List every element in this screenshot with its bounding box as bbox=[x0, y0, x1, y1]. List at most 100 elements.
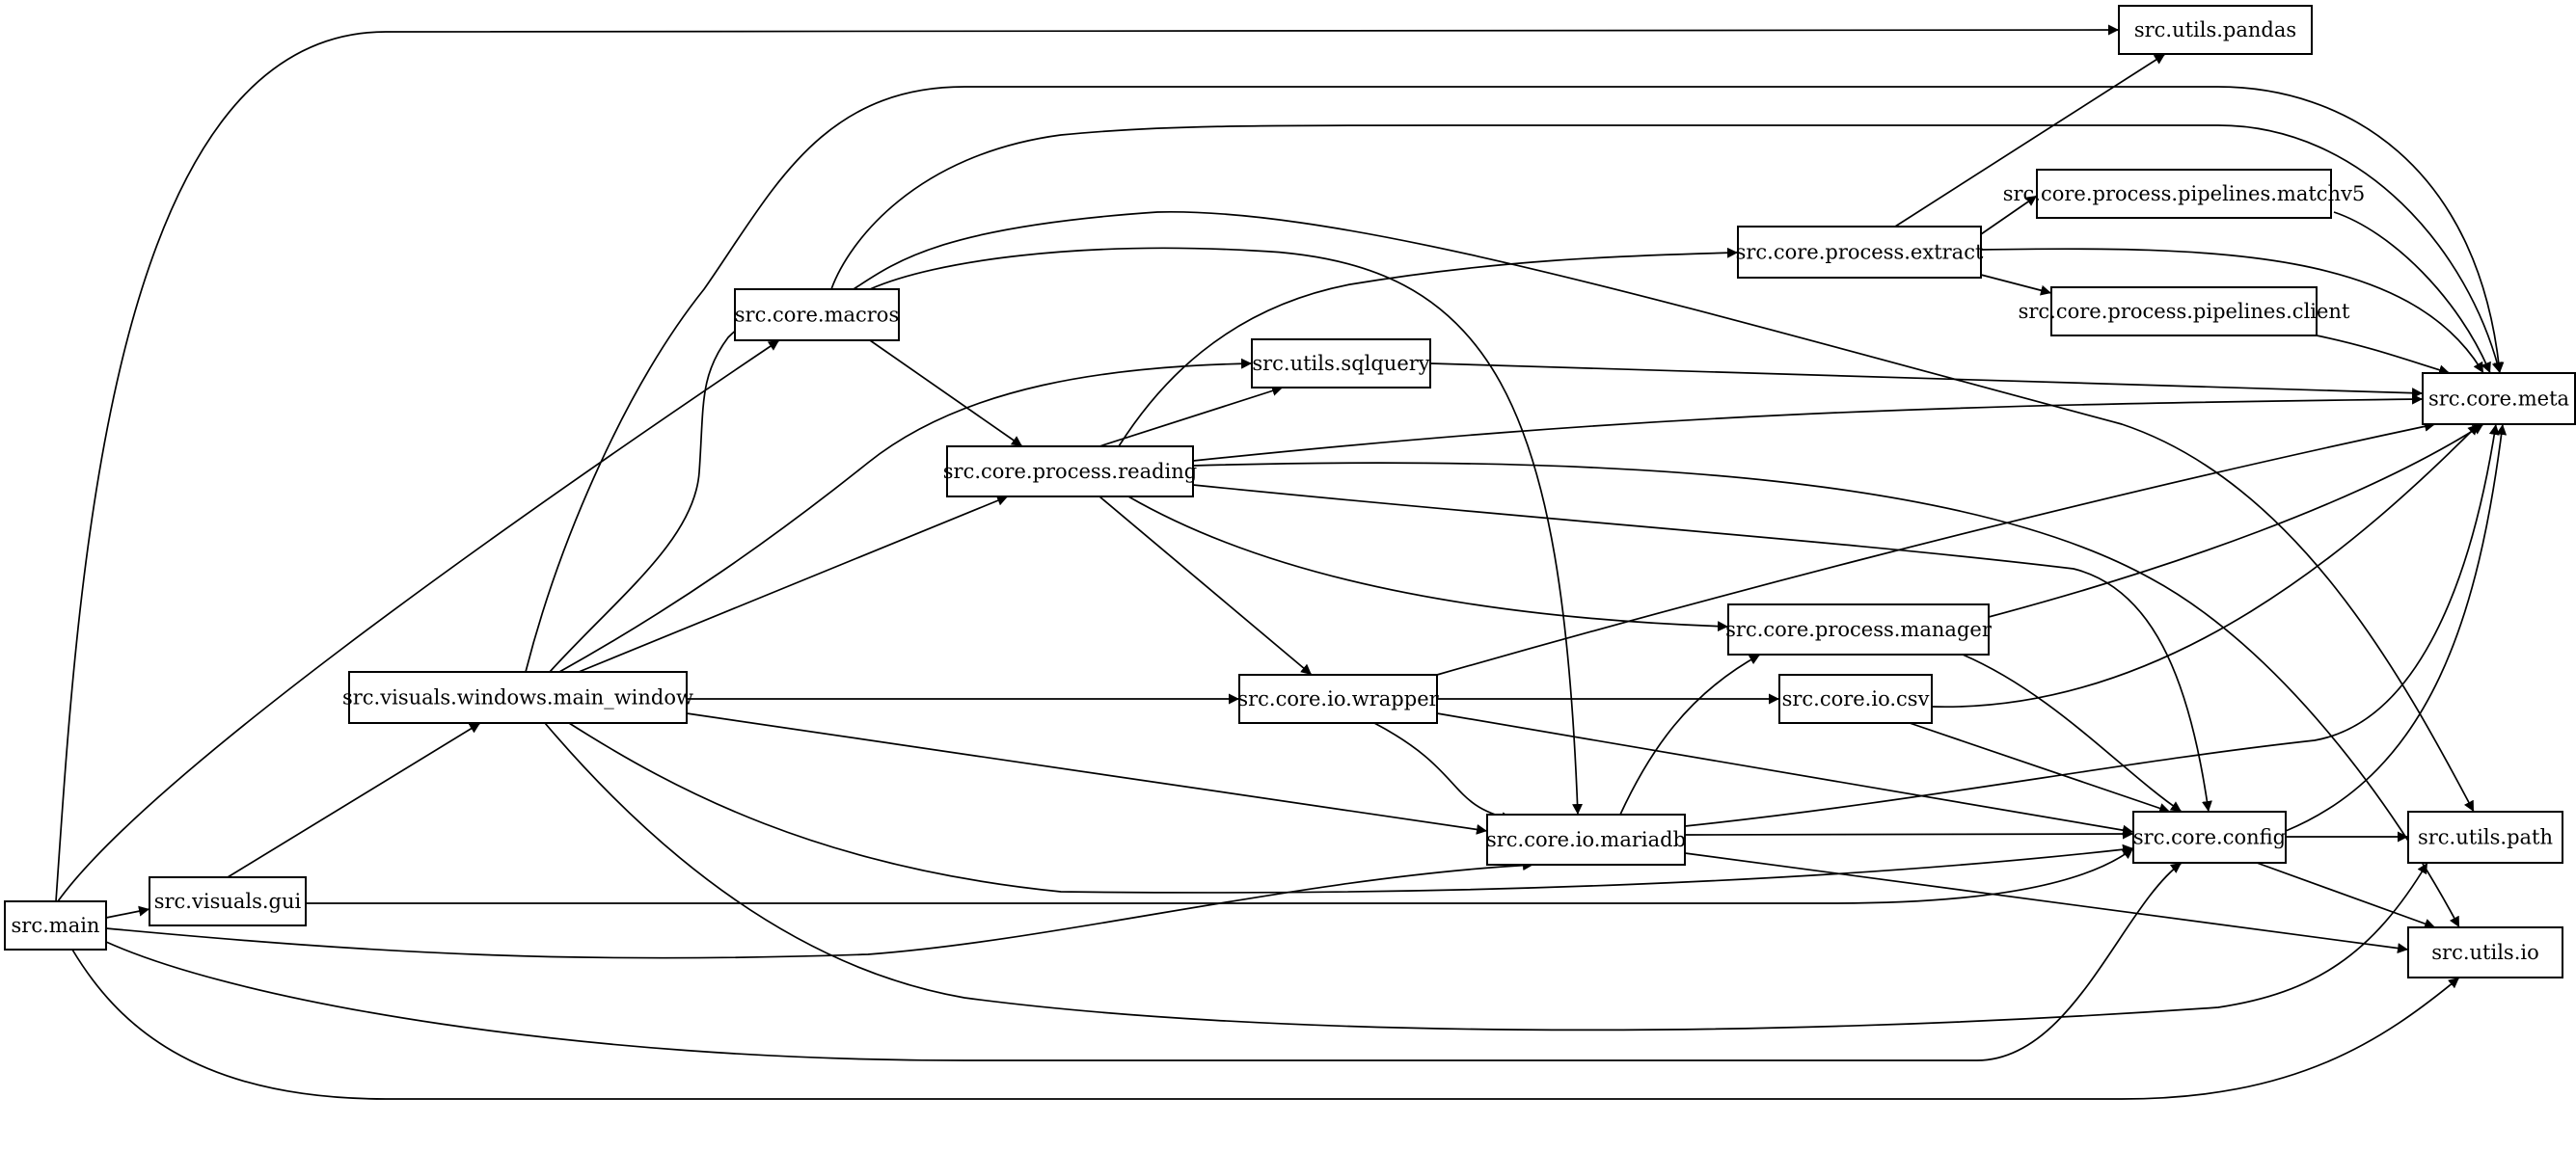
node-io[interactable]: src.utils.io bbox=[2407, 926, 2563, 978]
edge-manager-to-meta bbox=[1988, 423, 2484, 618]
node-extract[interactable]: src.core.process.extract bbox=[1736, 226, 1984, 279]
node-sqlquery[interactable]: src.utils.sqlquery bbox=[1251, 338, 1431, 388]
node-config[interactable]: src.core.config bbox=[2132, 811, 2287, 864]
edge-path bbox=[1909, 722, 2171, 814]
edge-macros-to-meta bbox=[830, 124, 2503, 374]
edge-main_window-to-mariadb bbox=[686, 712, 1488, 835]
edge-sqlquery-to-meta bbox=[1429, 362, 2424, 399]
node-matchv5[interactable]: src.core.process.pipelines.matchv5 bbox=[2003, 169, 2366, 219]
edge-config-to-meta bbox=[2285, 423, 2508, 832]
edge-path bbox=[869, 247, 1584, 816]
node-box bbox=[2422, 372, 2576, 425]
edge-gui-to-main_window bbox=[227, 722, 481, 878]
edge-main-to-mariadb bbox=[105, 860, 1534, 959]
edge-path bbox=[1192, 484, 2212, 813]
edge-extract-to-meta bbox=[1980, 248, 2484, 374]
node-main-window[interactable]: src.visuals.windows.main_window bbox=[342, 671, 693, 724]
node-label: src.visuals.windows.main_window bbox=[342, 686, 693, 710]
edge-path bbox=[1373, 722, 1513, 822]
edge-csv-to-config bbox=[1909, 722, 2171, 814]
edge-mariadb-to-config bbox=[1684, 828, 2134, 840]
edge-wrapper-to-mariadb bbox=[1373, 722, 1513, 822]
node-box bbox=[2407, 811, 2563, 864]
node-gui[interactable]: src.visuals.gui bbox=[149, 876, 307, 926]
node-box bbox=[1486, 814, 1686, 866]
edge-path bbox=[1980, 195, 2038, 235]
node-reading[interactable]: src.core.process.reading bbox=[943, 445, 1197, 497]
node-label: src.utils.path bbox=[2418, 826, 2553, 849]
node-box bbox=[149, 876, 307, 926]
node-label: src.core.macros bbox=[735, 304, 899, 327]
edge-path bbox=[1436, 712, 2134, 836]
edge-csv-to-meta bbox=[1931, 423, 2480, 708]
node-main[interactable]: src.main bbox=[4, 900, 107, 951]
node-label: src.utils.io bbox=[2431, 941, 2538, 964]
edge-matchv5-to-meta bbox=[2333, 211, 2491, 374]
node-wrapper[interactable]: src.core.io.wrapper bbox=[1237, 674, 1440, 724]
edge-wrapper-to-meta bbox=[1436, 420, 2436, 676]
edge-macros-to-path bbox=[853, 210, 2475, 813]
node-label: src.core.io.mariadb bbox=[1486, 828, 1686, 851]
edge-path bbox=[1436, 420, 2436, 676]
node-path[interactable]: src.utils.path bbox=[2407, 811, 2563, 864]
node-label: src.main bbox=[12, 914, 100, 937]
edge-path bbox=[1429, 362, 2424, 399]
edge-path bbox=[55, 24, 2120, 902]
node-label: src.utils.sqlquery bbox=[1252, 352, 1429, 375]
edge-path bbox=[830, 124, 2503, 374]
node-mariadb[interactable]: src.core.io.mariadb bbox=[1486, 814, 1686, 866]
edge-client-to-meta bbox=[2316, 335, 2451, 376]
node-box bbox=[2118, 5, 2313, 55]
node-meta[interactable]: src.core.meta bbox=[2422, 372, 2576, 425]
node-label: src.core.process.pipelines.matchv5 bbox=[2003, 182, 2366, 205]
edge-macros-to-mariadb bbox=[869, 247, 1584, 816]
edge-path bbox=[1098, 386, 1284, 447]
edge-path bbox=[1127, 496, 1729, 632]
edge-main_window-to-reading bbox=[578, 496, 1009, 673]
edge-gui-to-config bbox=[306, 847, 2134, 904]
edge-path bbox=[525, 86, 2505, 673]
edge-path bbox=[1684, 852, 2409, 953]
edge-path bbox=[686, 712, 1488, 835]
edge-path bbox=[1192, 462, 2460, 928]
node-label: src.visuals.gui bbox=[154, 890, 302, 913]
node-label: src.utils.pandas bbox=[2134, 18, 2296, 41]
edge-path bbox=[71, 949, 2460, 1100]
edge-reading-to-io bbox=[1192, 462, 2460, 928]
edge-path bbox=[1192, 393, 2424, 462]
edge-reading-to-config bbox=[1192, 484, 2212, 813]
node-client[interactable]: src.core.process.pipelines.client bbox=[2019, 286, 2350, 336]
node-box bbox=[1737, 226, 1982, 279]
node-pandas[interactable]: src.utils.pandas bbox=[2118, 5, 2313, 55]
node-box bbox=[1251, 338, 1431, 388]
edge-main-to-config bbox=[105, 862, 2183, 1061]
edge-path bbox=[1118, 247, 1739, 447]
edge-path bbox=[227, 722, 481, 878]
edge-path bbox=[1931, 423, 2480, 708]
edge-reading-to-sqlquery bbox=[1098, 386, 1284, 447]
edge-path bbox=[1894, 53, 2166, 228]
node-macros[interactable]: src.core.macros bbox=[734, 288, 900, 341]
node-csv[interactable]: src.core.io.csv bbox=[1778, 674, 1933, 724]
node-box bbox=[2050, 286, 2318, 336]
edge-main_window-to-sqlquery bbox=[558, 358, 1253, 673]
edge-path bbox=[1962, 654, 2183, 813]
edge-extract-to-pandas bbox=[1894, 53, 2166, 228]
edge-main_window-to-config bbox=[568, 722, 2134, 894]
node-box bbox=[2132, 811, 2287, 864]
node-box bbox=[1778, 674, 1933, 724]
node-box bbox=[1727, 603, 1990, 656]
node-box bbox=[1238, 674, 1438, 724]
node-label: src.core.process.reading bbox=[943, 460, 1197, 483]
edge-mariadb-to-io bbox=[1684, 852, 2409, 953]
edge-path bbox=[578, 496, 1009, 673]
node-box bbox=[4, 900, 107, 951]
edge-path bbox=[2256, 862, 2436, 929]
edge-path bbox=[1980, 248, 2484, 374]
edge-reading-to-meta bbox=[1192, 393, 2424, 462]
edge-path bbox=[558, 358, 1253, 673]
edge-path bbox=[853, 210, 2475, 813]
node-manager[interactable]: src.core.process.manager bbox=[1725, 603, 1993, 656]
node-box bbox=[348, 671, 688, 724]
